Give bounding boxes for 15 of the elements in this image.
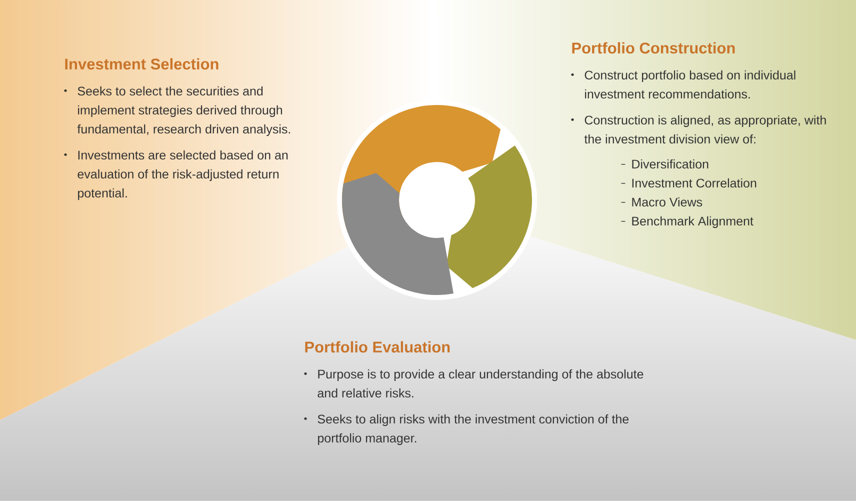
node-label: Investments are selected based on an evaluation of the risk-adjusted return potential. (78, 150, 288, 200)
section-panel: Portfolio Construction Construct portfolio based on individual investment recommendations. Construction is aligned, as appropriate, with the investment division view of: Diversification Investment Correlation Macro Views Benchmark Alignment (571, 42, 826, 228)
node-label: Diversification (632, 159, 708, 169)
node-label: Construct portfolio based on individual investment recommendations. (584, 70, 796, 99)
node-label: Purpose is to provide a clear understanding of the absolute and relative risks. (318, 369, 644, 398)
section-panel: Investment Selection Seeks to select the securities and implement strategies derived through fundamental, research driven analysis. Investments are selected based on an evaluation of the risk-adjusted return potential. (64, 58, 290, 200)
node-label: Portfolio Construction (572, 42, 735, 54)
node-label: Construction is aligned, as appropriate, with the investment division view of: (584, 115, 826, 144)
node-label: Benchmark Alignment (632, 216, 754, 228)
node-label: Seeks to align risks with the investment conviction of the portfolio manager. (318, 414, 629, 446)
node-label: Investment Correlation (632, 178, 756, 188)
node-label: Seeks to select the securities and implement strategies derived through fundamental, research driven analysis. (77, 86, 290, 136)
node-label: Portfolio Evaluation (305, 341, 450, 353)
node-label: Investment Selection (65, 58, 218, 70)
node-label: Macro Views (632, 197, 702, 207)
